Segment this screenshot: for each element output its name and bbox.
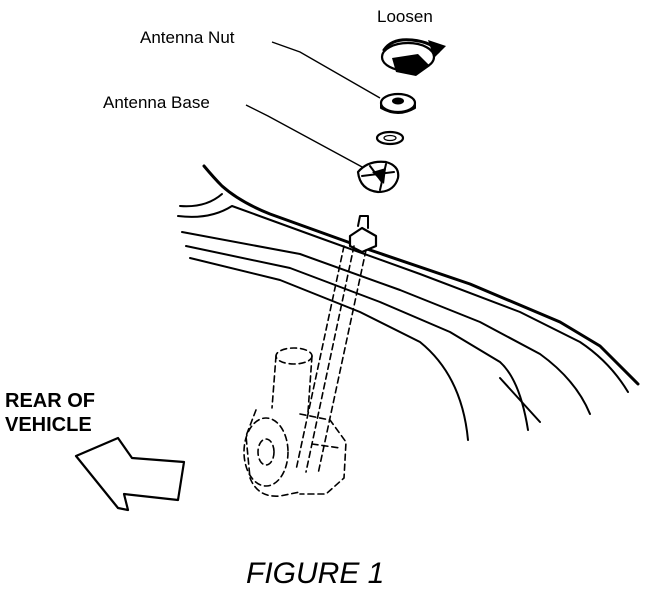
mount-bolt-icon: [348, 215, 378, 254]
antenna-base-leader-line: [245, 104, 365, 169]
loosen-rotation-arrow-icon: [380, 38, 446, 76]
antenna-nut-leader-line: [271, 41, 381, 99]
antenna-base-icon: [356, 160, 400, 194]
washer-icon: [375, 130, 405, 146]
direction-arrow-icon: [74, 436, 186, 512]
antenna-nut-label: Antenna Nut: [140, 28, 235, 47]
antenna-nut-icon: [379, 92, 417, 114]
loosen-label: Loosen: [377, 7, 433, 26]
vehicle-body-panel: [177, 164, 640, 441]
antenna-base-label: Antenna Base: [103, 93, 210, 112]
figure-caption: FIGURE 1: [246, 557, 384, 590]
rear-of-label: REAR OF: [5, 390, 95, 412]
hidden-antenna-assembly: [243, 245, 367, 497]
vehicle-label: VEHICLE: [5, 414, 92, 436]
